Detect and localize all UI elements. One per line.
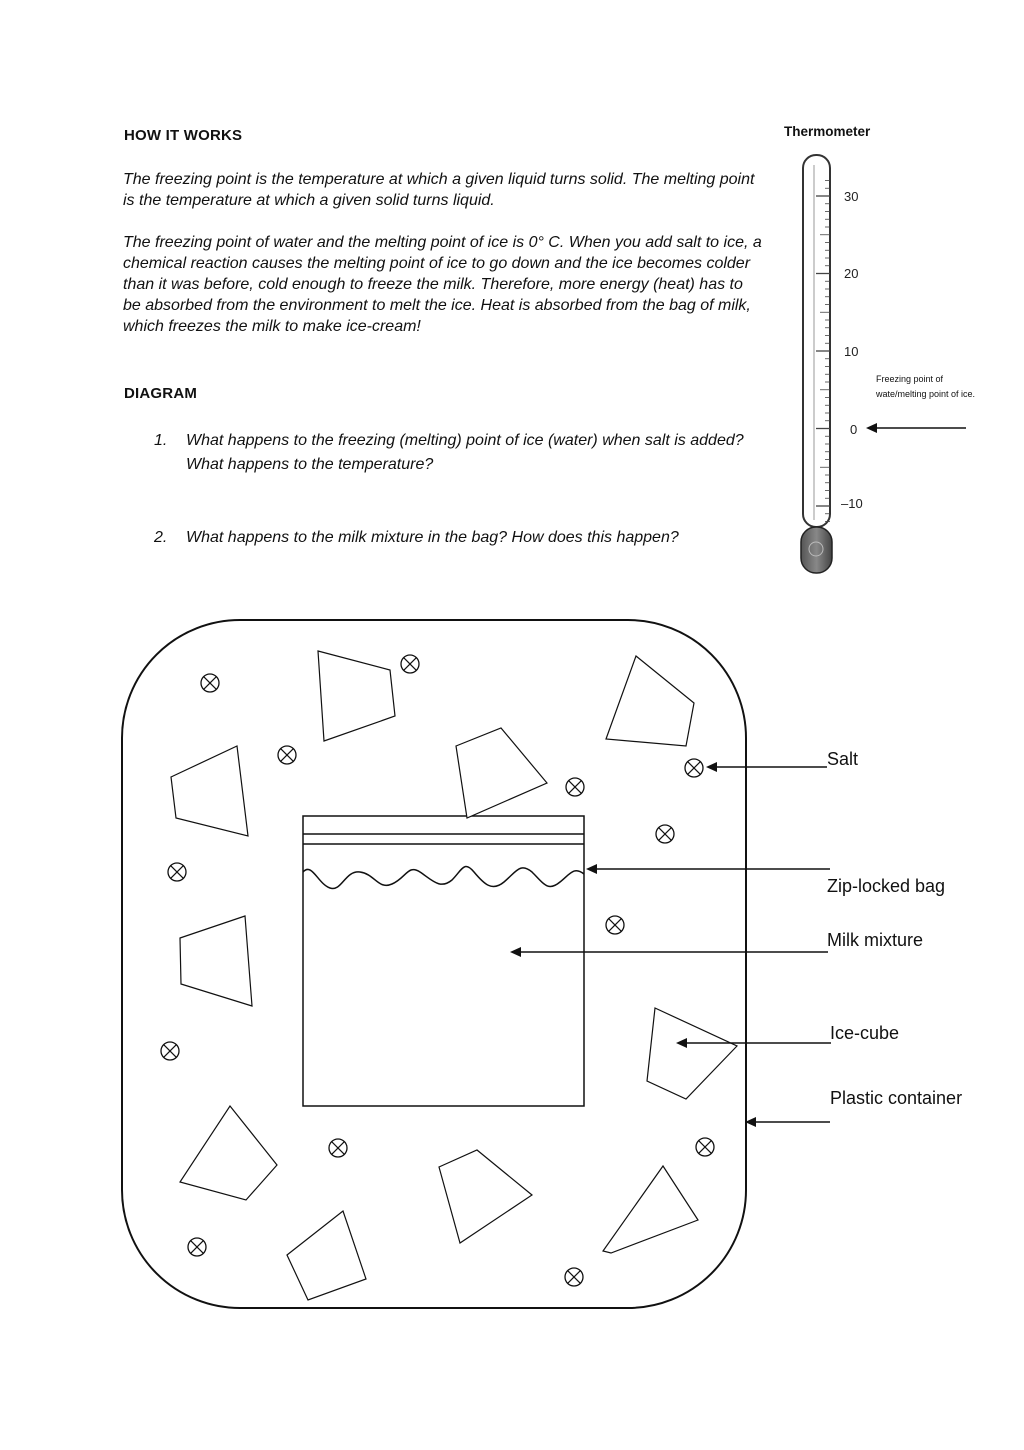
ice-cubes (170, 650, 739, 1301)
how-it-works-heading: HOW IT WORKS (124, 127, 243, 144)
tick-label-10: 10 (844, 344, 858, 359)
ice-cube (317, 650, 396, 742)
ice-cube (286, 1210, 367, 1301)
plastic-container (121, 619, 747, 1309)
ice-cube (179, 1104, 278, 1201)
question-1: 1. What happens to the freezing (melting… (154, 429, 774, 477)
salt-explanation: The freezing point of water and the melt… (123, 234, 762, 335)
tick-label-minus-10: –10 (841, 496, 863, 511)
salt-grain (564, 1267, 584, 1287)
thermometer-scale (816, 180, 830, 522)
question-number: 2. (154, 529, 168, 546)
salt-grain (684, 758, 704, 778)
salt-grain (160, 1041, 180, 1061)
ice-cube (602, 1164, 699, 1254)
salt-grain (655, 824, 675, 844)
question-text: What happens to the milk mixture in the … (186, 529, 679, 546)
plastic-container-label: Plastic container (830, 1088, 963, 1108)
salt-grain (167, 862, 187, 882)
salt-grain (328, 1138, 348, 1158)
salt-grains (160, 654, 715, 1287)
tick-label-0: 0 (850, 422, 857, 437)
question-text: What happens to the freezing (melting) p… (186, 432, 744, 473)
salt-grain (277, 745, 297, 765)
salt-label: Salt (827, 749, 859, 769)
zip-locked-bag (302, 815, 585, 1107)
thermometer-tube (802, 154, 831, 528)
question-2: 2. What happens to the milk mixture in t… (154, 526, 774, 550)
salt-grain (565, 777, 585, 797)
ice-cube (170, 745, 249, 837)
ice-cube (438, 1149, 534, 1244)
ice-cube (179, 915, 253, 1007)
salt-grain (200, 673, 220, 693)
label-arrows (510, 762, 831, 1127)
salt-grain (695, 1137, 715, 1157)
milk-mixture-label: Milk mixture (827, 930, 924, 950)
thermometer-tick-labels: 30 20 10 0 –10 (841, 189, 863, 511)
salt-grain (187, 1237, 207, 1257)
thermometer-title: Thermometer (784, 124, 871, 139)
ice-cube-label: Ice-cube (830, 1023, 900, 1043)
ice-cube (646, 1007, 739, 1100)
milk-surface (302, 865, 585, 890)
diagram-heading: DIAGRAM (124, 385, 198, 402)
freezing-point-definition: The freezing point is the temperature at… (123, 171, 755, 209)
zip-bag-label: Zip-locked bag (827, 876, 946, 896)
question-number: 1. (154, 432, 168, 449)
ice-cube (455, 727, 548, 819)
freezing-point-note: Freezing point of wate/melting point of … (876, 374, 976, 399)
salt-grain (605, 915, 625, 935)
salt-grain (400, 654, 420, 674)
tick-label-30: 30 (844, 189, 858, 204)
tick-label-20: 20 (844, 266, 858, 281)
ice-cube (605, 655, 695, 747)
thermometer-bulb (800, 526, 833, 574)
